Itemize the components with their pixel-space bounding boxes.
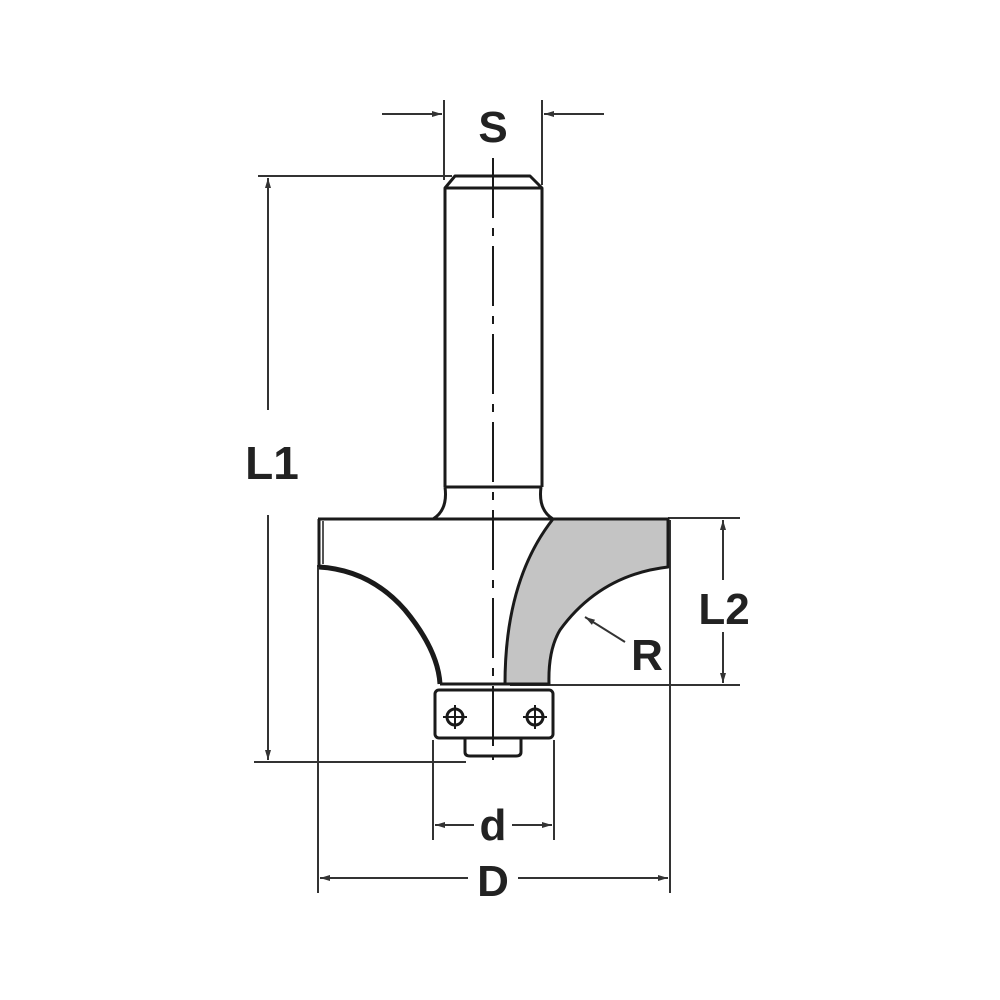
label-cutting-length: L2 bbox=[698, 585, 749, 634]
label-cutting-diameter: D bbox=[477, 857, 509, 906]
bit-body bbox=[317, 486, 668, 686]
label-overall-length: L1 bbox=[245, 437, 299, 489]
cutter-blade bbox=[503, 517, 670, 686]
label-shank-diameter: S bbox=[478, 103, 507, 152]
label-bearing-diameter: d bbox=[480, 801, 507, 850]
label-radius: R bbox=[631, 631, 663, 680]
bearing-screw-icons bbox=[443, 705, 547, 729]
dimension-lines bbox=[254, 100, 740, 893]
